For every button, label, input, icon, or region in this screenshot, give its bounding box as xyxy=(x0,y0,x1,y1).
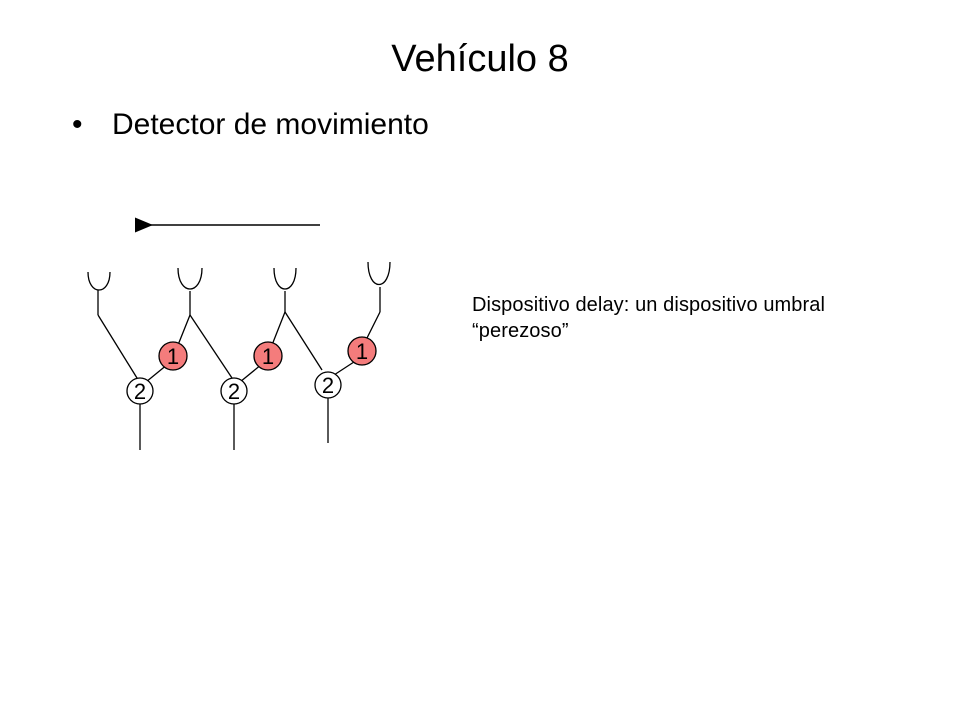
threshold-node-1: 2 xyxy=(126,377,154,405)
delay-node-1: 1 xyxy=(158,341,188,371)
slide-title: Vehículo 8 xyxy=(391,38,569,80)
sensor-2 xyxy=(177,267,203,290)
bullet-dot-icon: • xyxy=(72,108,83,141)
sensor-1 xyxy=(87,271,111,291)
svg-text:1: 1 xyxy=(356,339,368,364)
note-line-1: Dispositivo delay: un dispositivo umbral xyxy=(472,294,826,316)
sensor-4 xyxy=(367,261,391,286)
bullet-item: • Detector de movimiento xyxy=(72,108,429,142)
delay-node-3: 1 xyxy=(347,336,377,366)
svg-text:2: 2 xyxy=(228,379,240,404)
svg-text:1: 1 xyxy=(167,344,179,369)
sensor-3 xyxy=(273,267,297,290)
delay-node-2: 1 xyxy=(253,341,283,371)
bullet-text: Detector de movimiento xyxy=(112,108,429,141)
delay-note: Dispositivo delay: un dispositivo umbral… xyxy=(472,292,912,344)
note-line-2: “perezoso” xyxy=(472,320,569,342)
threshold-node-2: 2 xyxy=(220,377,248,405)
svg-text:2: 2 xyxy=(134,379,146,404)
svg-text:2: 2 xyxy=(322,373,334,398)
svg-text:1: 1 xyxy=(262,344,274,369)
threshold-node-3: 2 xyxy=(314,371,342,399)
